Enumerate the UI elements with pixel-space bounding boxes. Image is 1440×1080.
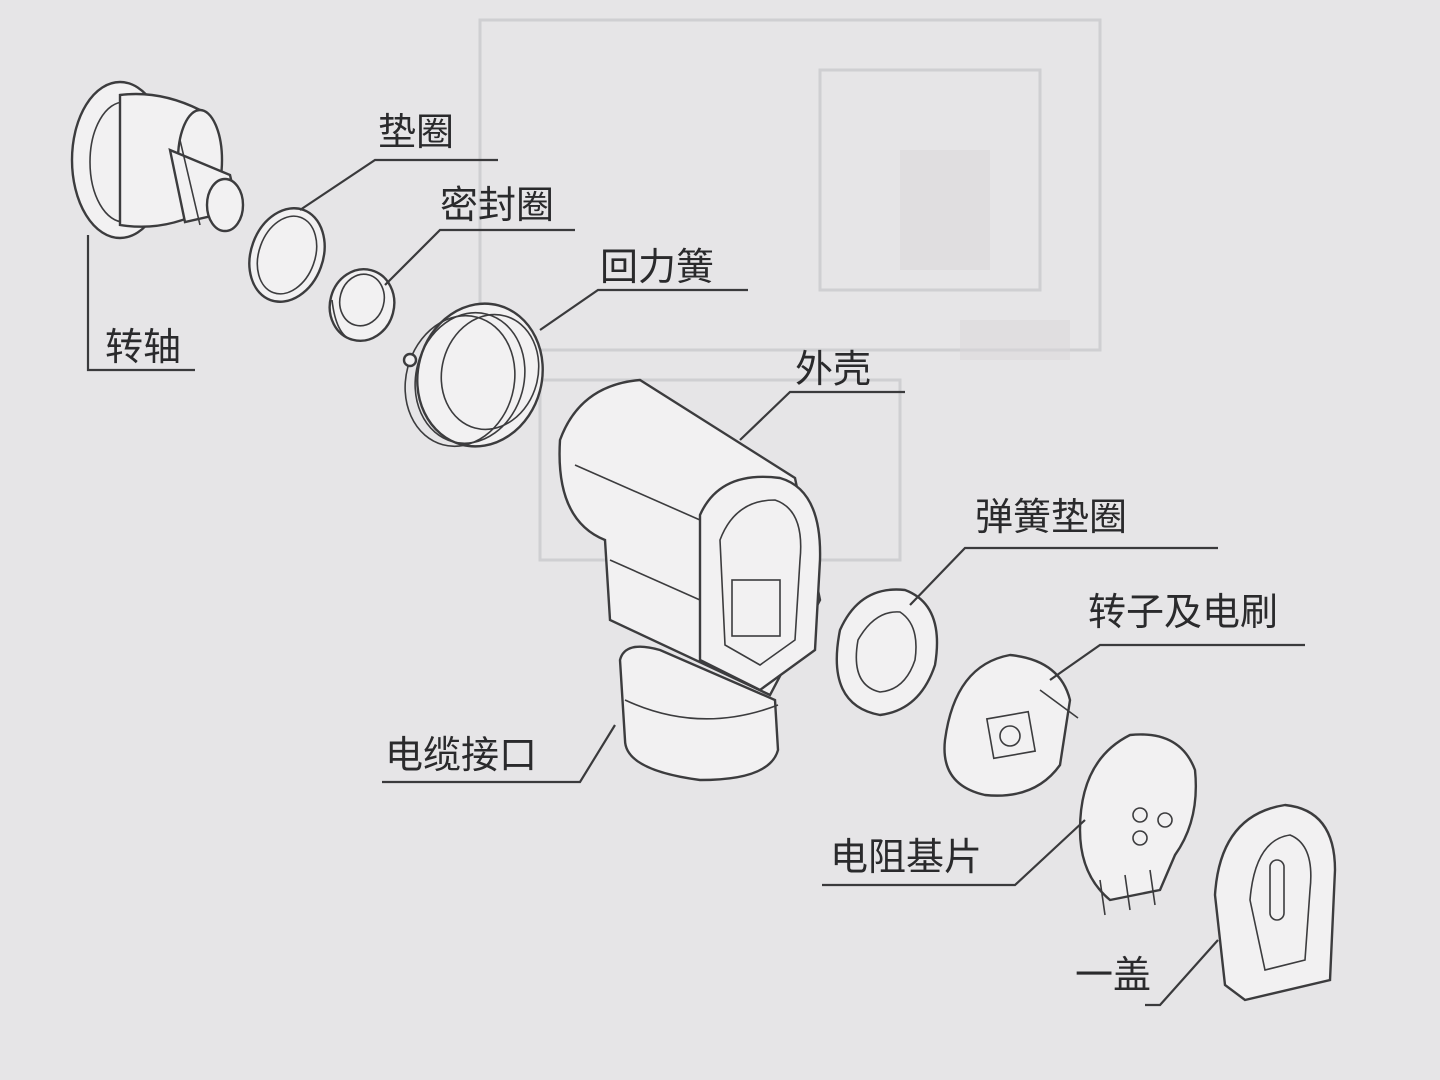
leader-spring-washer (909, 546, 1218, 606)
label-cable-connector: 电缆接口 (385, 733, 537, 777)
label-resistor-substrate: 电阻基片 (830, 835, 982, 879)
label-housing: 外壳 (795, 347, 871, 391)
leader-seal-ring (384, 228, 575, 286)
rotating-shaft-part (70, 80, 245, 240)
label-seal-ring: 密封圈 (440, 183, 554, 227)
bleed-through-background (478, 18, 1102, 562)
washer-part (248, 207, 326, 303)
label-rotor-and-brush: 转子及电刷 (1088, 590, 1278, 634)
part-labels: 转轴 垫圈 密封圈 回力簧 外壳 弹簧垫圈 转子及电刷 电缆接口 电阻基片 一盖 (105, 110, 1278, 997)
label-return-spring: 回力簧 (600, 245, 714, 289)
spring-washer-part (835, 588, 939, 717)
leader-cable-connector (382, 724, 616, 784)
seal-ring-part (328, 268, 396, 342)
leader-resistor-substrate (822, 819, 1086, 887)
leader-return-spring (539, 288, 748, 331)
label-cover: 一盖 (1075, 953, 1151, 997)
return-spring-part (402, 302, 544, 448)
label-washer: 垫圈 (378, 110, 454, 154)
label-spring-washer: 弹簧垫圈 (975, 495, 1127, 539)
leader-shaft (86, 235, 195, 372)
housing-part (558, 378, 822, 782)
leader-rotor-brush (1049, 643, 1305, 681)
leader-cover (1145, 939, 1219, 1007)
leader-lines (86, 158, 1305, 1007)
rotor-and-brush-part (943, 653, 1079, 797)
label-rotating-shaft: 转轴 (105, 325, 181, 369)
leader-washer (299, 158, 498, 211)
cover-part (1213, 803, 1337, 1002)
resistor-substrate-part (1078, 733, 1197, 916)
leader-housing (739, 390, 905, 441)
